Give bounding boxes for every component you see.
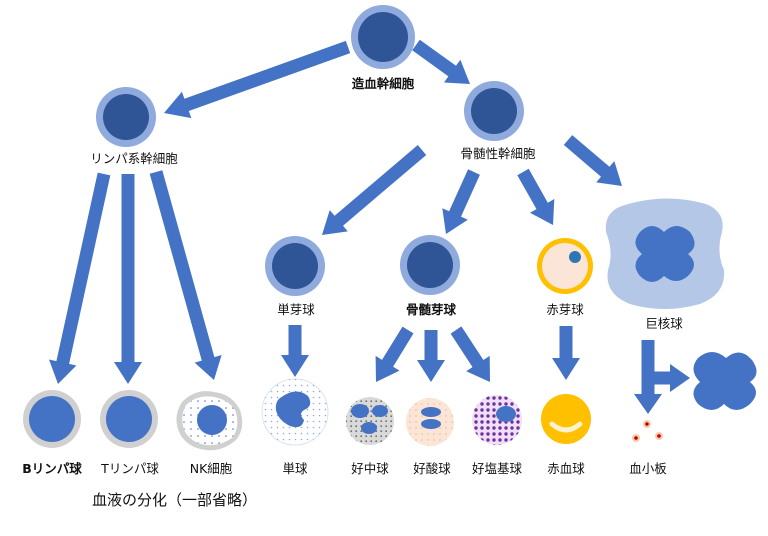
arrow-lymphoid-to-b <box>49 172 111 384</box>
basophil-cell <box>472 395 522 445</box>
myeloid-stem-cell <box>464 81 524 141</box>
label-eosinophil: 好酸球 <box>413 461 451 476</box>
diagram-caption: 血液の分化（一部省略） <box>92 491 258 509</box>
t-lymphocyte-cell <box>100 390 158 448</box>
arrow-myeloid-to-monoblast <box>322 145 427 235</box>
label-t-lymphocyte: Tリンパ球 <box>101 461 159 476</box>
arrow-erythroblast-to-erythrocyte <box>552 326 580 380</box>
arrow-megakaryocyte-to-fragment <box>648 364 690 392</box>
b-lymphocyte-cell <box>23 390 81 448</box>
arrow-myeloblast-to-basophil <box>450 326 490 382</box>
nk-cell <box>176 391 243 451</box>
arrows <box>49 39 690 414</box>
label-monoblast: 単芽球 <box>277 302 315 317</box>
arrow-myeloblast-to-neutrophil <box>375 326 414 382</box>
label-hsc: 造血幹細胞 <box>351 76 415 91</box>
myeloblast-cell <box>400 235 460 295</box>
label-myeloblast: 骨髄芽球 <box>405 302 457 317</box>
arrow-lymphoid-to-t <box>114 174 142 384</box>
neutrophil-cell <box>346 397 394 445</box>
arrow-myeloid-to-megakaryocyte <box>563 135 622 186</box>
label-myeloid-stem: 骨髄性幹細胞 <box>460 146 536 161</box>
megakaryocyte-fragment <box>693 352 757 410</box>
label-neutrophil: 好中球 <box>351 461 389 476</box>
hsc-cell <box>351 5 415 69</box>
arrow-myeloid-to-erythroblast <box>517 168 555 225</box>
eosinophil-cell <box>406 398 454 446</box>
lymphoid-stem-cell <box>96 87 156 147</box>
label-erythrocyte: 赤血球 <box>547 461 585 476</box>
arrow-monoblast-to-monocyte <box>281 325 309 377</box>
label-b-lymphocyte: Bリンパ球 <box>22 461 82 476</box>
arrow-lymphoid-to-nk <box>149 170 222 380</box>
label-megakaryocyte: 巨核球 <box>645 316 683 331</box>
erythrocyte-cell <box>541 394 591 444</box>
label-lymphoid-stem: リンパ系幹細胞 <box>90 151 178 166</box>
arrow-hsc-to-myeloid <box>412 39 470 84</box>
monocyte-cell <box>261 378 329 446</box>
platelets <box>632 420 663 442</box>
label-nk-cell: NK細胞 <box>189 461 233 476</box>
erythroblast-cell <box>537 238 593 294</box>
arrow-hsc-to-lymphoid <box>164 40 351 119</box>
arrow-myeloid-to-myeloblast <box>442 169 480 234</box>
arrow-myeloblast-to-eosinophil <box>417 330 445 382</box>
monoblast-cell <box>265 236 325 296</box>
label-platelet: 血小板 <box>629 461 667 476</box>
label-monocyte: 単球 <box>282 461 308 476</box>
label-basophil: 好塩基球 <box>471 461 523 476</box>
megakaryocyte-cell <box>605 198 725 309</box>
label-erythroblast: 赤芽球 <box>546 302 584 317</box>
